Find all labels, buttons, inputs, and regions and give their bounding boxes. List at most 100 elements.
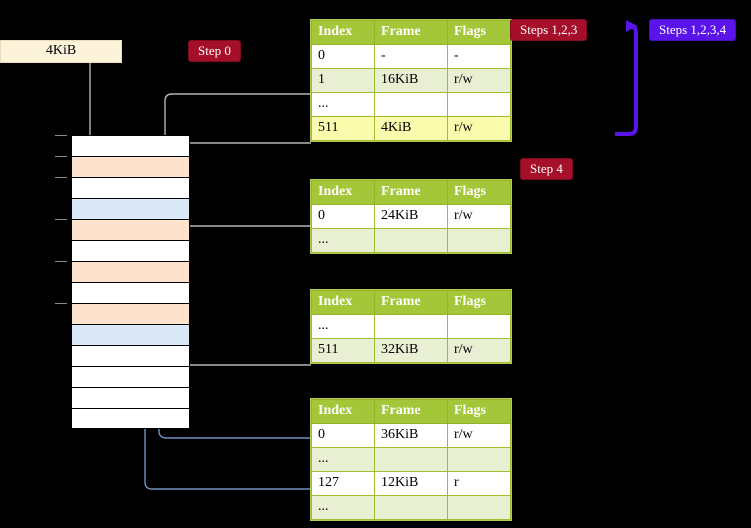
table-cell-frame	[374, 495, 448, 520]
column-header-flags: Flags	[447, 290, 511, 315]
wire-steps-1234-bracket	[615, 20, 638, 136]
memory-scale-tick	[55, 156, 67, 157]
table-cell-flags: r/w	[447, 423, 511, 448]
table-cell-flags: r/w	[447, 68, 511, 93]
table-row: ...	[311, 447, 511, 472]
table-row: ...	[311, 314, 511, 339]
column-header-frame: Frame	[374, 290, 448, 315]
step-0-badge: Step 0	[189, 41, 240, 61]
table-cell-flags: r/w	[447, 116, 511, 141]
table-cell-index: 1	[311, 68, 375, 93]
memory-frame-row	[71, 219, 190, 240]
column-header-frame: Frame	[374, 20, 448, 45]
column-header-index: Index	[311, 180, 375, 205]
table-cell-index: 511	[311, 116, 375, 141]
physical-memory-column	[55, 135, 190, 429]
table-cell-flags	[447, 228, 511, 253]
column-header-index: Index	[311, 20, 375, 45]
memory-scale-tick	[55, 303, 67, 304]
table-cell-frame: 4KiB	[374, 116, 448, 141]
table-cell-flags: r/w	[447, 204, 511, 229]
column-header-frame: Frame	[374, 180, 448, 205]
memory-scale-tick	[55, 135, 67, 136]
column-header-index: Index	[311, 399, 375, 424]
step-4-badge-label: Step 4	[530, 161, 563, 176]
memory-frame-row	[71, 198, 190, 219]
table-cell-index: ...	[311, 495, 375, 520]
steps-1234-badge-label: Steps 1,2,3,4	[659, 22, 727, 37]
table-cell-frame: 24KiB	[374, 204, 448, 229]
step-0-badge-label: Step 0	[198, 43, 231, 58]
column-header-flags: Flags	[447, 180, 511, 205]
memory-frame-row	[71, 177, 190, 198]
table-cell-flags	[447, 314, 511, 339]
column-header-flags: Flags	[447, 20, 511, 45]
memory-scale-tick	[55, 261, 67, 262]
table-row: ...	[311, 92, 511, 117]
memory-frame-row	[71, 261, 190, 282]
table-cell-frame	[374, 314, 448, 339]
table-row: ...	[311, 495, 511, 520]
memory-scale-tick	[55, 177, 67, 178]
table-cell-index: ...	[311, 92, 375, 117]
table-cell-frame	[374, 447, 448, 472]
wire-level1-row511	[171, 142, 311, 152]
column-header-index: Index	[311, 290, 375, 315]
step-4-badge: Step 4	[521, 159, 572, 179]
table-cell-index: 127	[311, 471, 375, 496]
memory-frame-row	[71, 408, 190, 429]
steps-1234-badge: Steps 1,2,3,4	[650, 20, 736, 40]
memory-scale-tick	[55, 219, 67, 220]
column-header-frame: Frame	[374, 399, 448, 424]
table-cell-index: 0	[311, 423, 375, 448]
table-cell-index: 511	[311, 338, 375, 363]
steps-123-badge: Steps 1,2,3	[511, 20, 587, 40]
table-cell-index: 0	[311, 44, 375, 69]
kib-box: 4KiB	[0, 40, 122, 63]
table-cell-frame: 16KiB	[374, 68, 448, 93]
table-cell-index: ...	[311, 447, 375, 472]
memory-frame-row	[71, 324, 190, 345]
memory-frame-row	[71, 240, 190, 261]
steps-123-badge-label: Steps 1,2,3	[520, 22, 578, 37]
table-row: ...	[311, 228, 511, 253]
memory-frame-row	[71, 156, 190, 177]
table-cell-frame: -	[374, 44, 448, 69]
kib-box-label: 4KiB	[45, 43, 77, 58]
table-cell-flags	[447, 495, 511, 520]
table-cell-index: 0	[311, 204, 375, 229]
table-cell-frame: 32KiB	[374, 338, 448, 363]
table-cell-index: ...	[311, 314, 375, 339]
memory-frame-row	[71, 303, 190, 324]
wire-level2-row0	[177, 225, 311, 262]
column-header-flags: Flags	[447, 399, 511, 424]
table-cell-flags: r/w	[447, 338, 511, 363]
memory-frame-row	[71, 345, 190, 366]
table-cell-frame: 12KiB	[374, 471, 448, 496]
memory-frame-row	[71, 135, 190, 156]
table-cell-flags	[447, 447, 511, 472]
table-cell-frame	[374, 228, 448, 253]
table-cell-flags	[447, 92, 511, 117]
memory-frame-row	[71, 366, 190, 387]
table-cell-index: ...	[311, 228, 375, 253]
table-cell-flags: -	[447, 44, 511, 69]
memory-frame-row	[71, 387, 190, 408]
memory-frame-row	[71, 282, 190, 303]
table-cell-flags: r	[447, 471, 511, 496]
table-cell-frame: 36KiB	[374, 423, 448, 448]
